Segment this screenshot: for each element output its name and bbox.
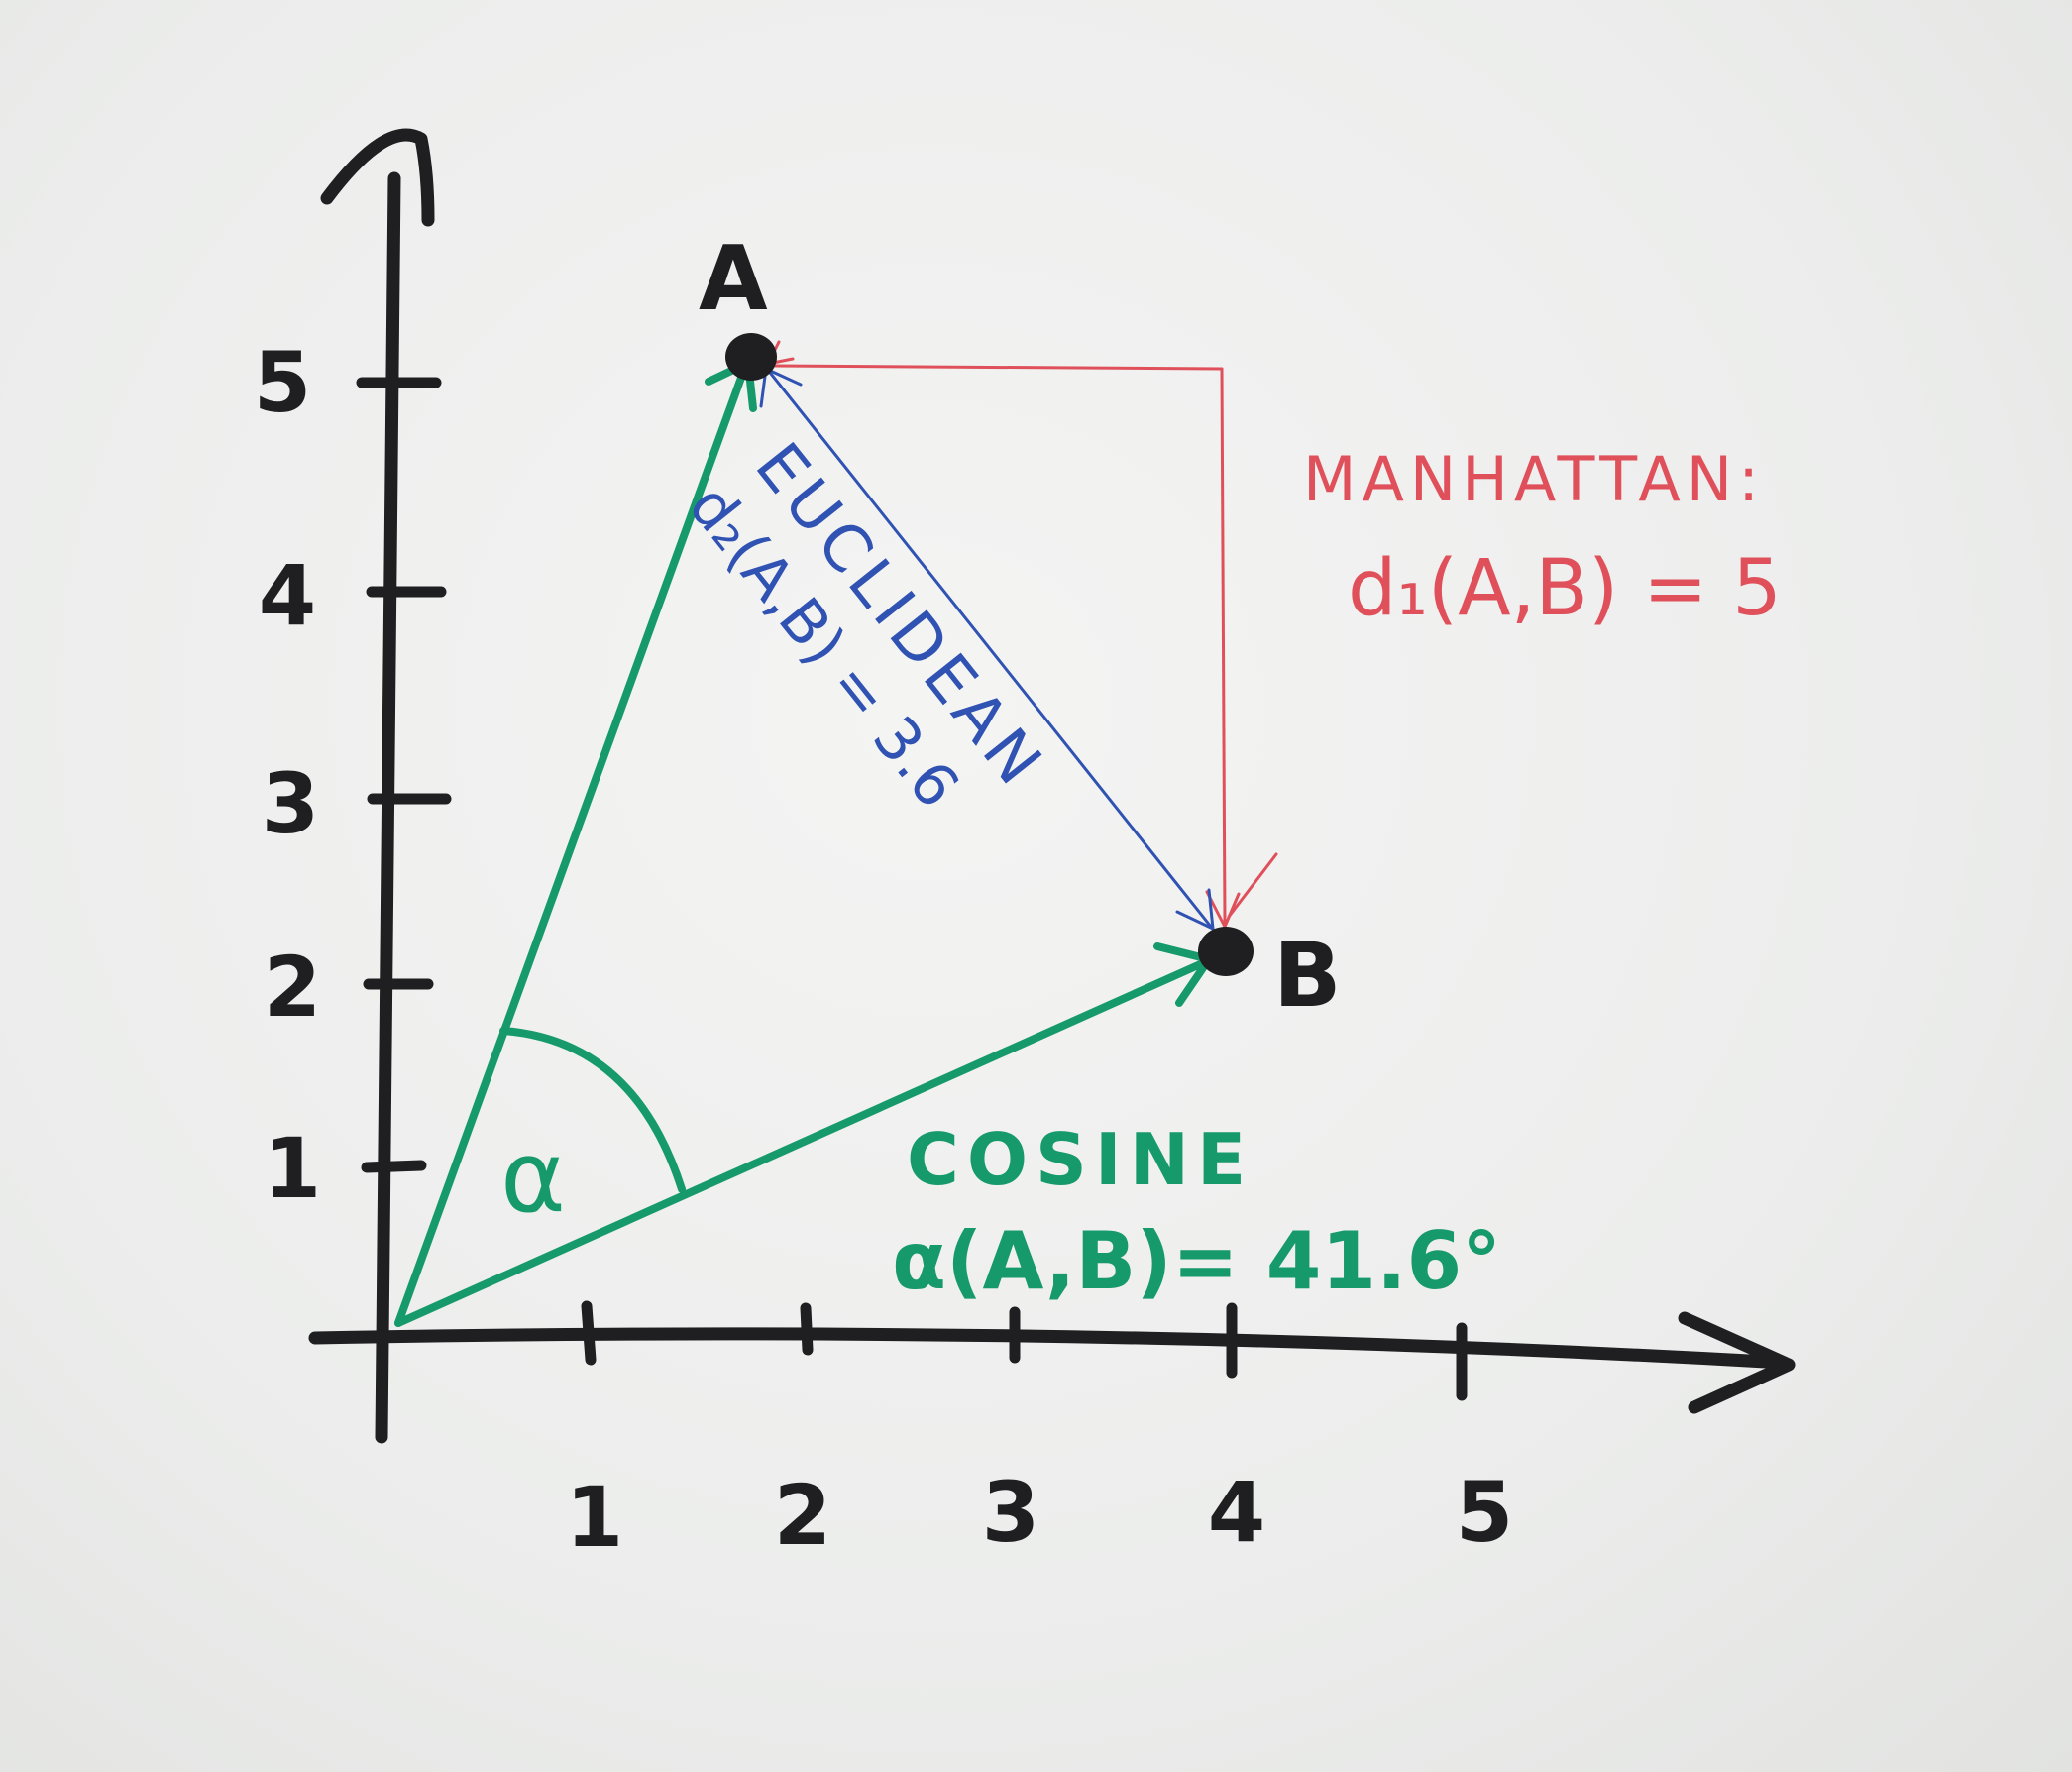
x-tick-label-3: 3 [982,1464,1039,1561]
x-axis-arrowhead [1678,1311,1796,1414]
cosine-formula: α(A,B)= 41.6° [892,1215,1501,1307]
manhattan-formula: d₁(A,B) = 5 [1348,544,1782,633]
euclidean-annotation: EUCLIDEAN d₂(A,B) = 3.6 [675,430,1058,822]
manhattan-tick-b [1227,852,1278,919]
cosine-title: COSINE [907,1118,1254,1201]
vector-b [394,957,1211,1327]
points [725,333,1254,976]
tick-labels: 1 2 3 4 5 1 2 3 4 5 [254,334,1513,1566]
y-tick-1 [361,1160,427,1173]
manhattan-vertical [1220,367,1227,924]
y-axis-arrowhead [320,128,435,227]
x-axis [308,1327,1791,1370]
y-tick-label-4: 4 [259,547,316,644]
point-b [1198,927,1254,976]
y-tick-label-1: 1 [264,1120,321,1217]
ticks [356,377,1468,1401]
y-tick-label-2: 2 [264,939,321,1036]
euclidean-arrowhead-b [1175,888,1215,931]
x-tick-label-2: 2 [774,1467,831,1564]
vector-a [394,363,749,1327]
manhattan-arrowhead-b [1205,890,1241,929]
x-tick-label-1: 1 [566,1469,623,1566]
manhattan-annotation: MANHATTAN: d₁(A,B) = 5 [1303,443,1782,633]
x-tick-label-5: 5 [1456,1464,1513,1561]
x-tick-label-4: 4 [1208,1464,1265,1561]
point-a [725,333,777,381]
euclidean-segment [765,367,1213,929]
x-tick-2 [800,1302,814,1356]
point-a-label: A [699,227,768,331]
manhattan-title: MANHATTAN: [1303,443,1765,515]
point-labels: A B [699,227,1342,1028]
manhattan-horizontal [773,364,1224,371]
x-tick-1 [581,1300,597,1366]
y-axis [375,171,401,1444]
angle-symbol: α [500,1119,566,1235]
cosine-annotation: COSINE α(A,B)= 41.6° [892,1118,1501,1307]
y-tick-label-3: 3 [262,755,319,852]
point-b-label: B [1273,924,1342,1028]
angle-arc [499,1027,686,1193]
y-tick-label-5: 5 [254,334,311,431]
vectors [394,359,1213,1327]
